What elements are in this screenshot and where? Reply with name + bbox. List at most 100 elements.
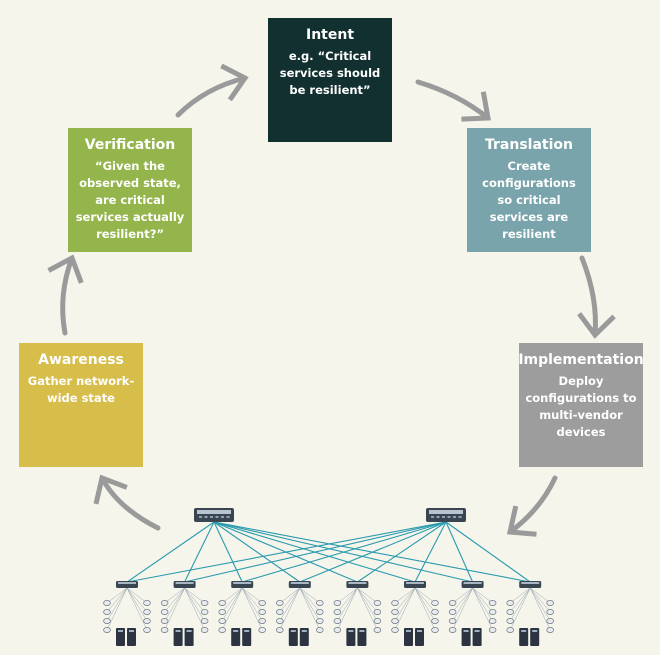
host-link [337, 587, 358, 631]
spine-port [221, 516, 224, 518]
host-node [103, 600, 111, 606]
host-node [103, 618, 111, 624]
host-node [103, 609, 111, 615]
host-link [357, 587, 378, 622]
verification-box: Verification “Given the observed state, … [68, 128, 192, 252]
host-link [242, 587, 263, 604]
host-link [337, 587, 358, 622]
spine-leaf-link [213, 521, 301, 583]
intent-description: e.g. “Critical services should be resili… [279, 49, 381, 97]
leaf-switch-top [463, 582, 482, 584]
host-link [452, 587, 473, 613]
host-link [164, 587, 185, 622]
host-node [373, 600, 382, 606]
host-node [316, 618, 324, 624]
implementation-box: Implementation Deploy configurations to … [518, 343, 644, 467]
host-link [222, 587, 243, 613]
host-node [431, 627, 439, 633]
host-link [452, 587, 473, 631]
arrow-intent-to-translation [415, 79, 491, 122]
host-node [333, 627, 342, 633]
host-link [530, 587, 551, 604]
translation-description: Create configurations so critical servic… [482, 159, 576, 241]
host-link [529, 587, 551, 622]
leaf-switch-top [233, 582, 252, 584]
host-node [200, 618, 209, 624]
host-link [414, 587, 436, 613]
host-link [126, 587, 148, 613]
arrow-verification-to-intent [175, 63, 249, 118]
server-led [175, 630, 181, 632]
spine-port [215, 516, 219, 518]
host-link [126, 587, 148, 622]
spine-port [436, 516, 440, 518]
host-node [506, 618, 514, 624]
host-link [414, 587, 436, 631]
spine-leaf-link [126, 521, 215, 583]
spine-leaf-link [299, 521, 447, 583]
server-led [186, 630, 192, 632]
host-node [258, 600, 266, 606]
spine-port [431, 516, 434, 518]
host-link [279, 587, 300, 604]
verification-title: Verification [84, 137, 176, 153]
server-tower [231, 628, 241, 646]
implementation-description: Deploy configurations to multi-vendor de… [525, 374, 637, 439]
host-node [448, 609, 457, 615]
host-node [546, 609, 554, 615]
spine-port [453, 516, 456, 518]
host-link [221, 587, 243, 631]
host-link [510, 587, 531, 613]
server-led [290, 630, 296, 632]
host-link [279, 587, 300, 613]
host-link [357, 587, 378, 613]
spine-port [226, 516, 230, 518]
host-node [448, 618, 457, 624]
host-link [241, 587, 263, 631]
server-tower [519, 628, 529, 646]
host-node [200, 609, 209, 615]
host-link [414, 587, 436, 604]
host-node [258, 618, 266, 624]
verification-description: “Given the observed state, are critical … [75, 159, 185, 241]
host-node [316, 627, 324, 633]
server-led [244, 630, 250, 632]
server-led [348, 630, 354, 632]
host-link [241, 587, 263, 622]
host-link [357, 587, 378, 604]
arrow-network-to-awareness [93, 474, 161, 531]
server-tower [184, 628, 194, 646]
host-link [221, 587, 243, 622]
server-led [129, 630, 134, 632]
host-node [391, 618, 399, 624]
host-node [431, 600, 439, 606]
host-link [394, 587, 416, 622]
arrow-implementation-to-network [506, 475, 558, 537]
host-link [452, 587, 473, 622]
host-node [276, 618, 284, 624]
server-led [521, 630, 527, 632]
host-link [529, 587, 551, 631]
host-node [546, 618, 554, 624]
host-node [143, 627, 151, 633]
host-node [506, 600, 514, 606]
host-link [299, 587, 320, 604]
spine-switch-top [197, 510, 231, 514]
host-link [184, 587, 205, 613]
host-link [126, 587, 148, 604]
host-node [488, 618, 497, 624]
server-led [359, 630, 365, 632]
host-link [242, 587, 263, 613]
host-link [164, 587, 185, 631]
host-node [218, 600, 226, 606]
host-node [160, 618, 169, 624]
host-link [106, 587, 128, 613]
host-node [276, 627, 284, 633]
spine-port [458, 516, 462, 518]
server-led [532, 630, 538, 632]
host-node [316, 609, 324, 615]
host-node [391, 609, 399, 615]
host-link [184, 587, 205, 604]
host-node [103, 627, 111, 633]
